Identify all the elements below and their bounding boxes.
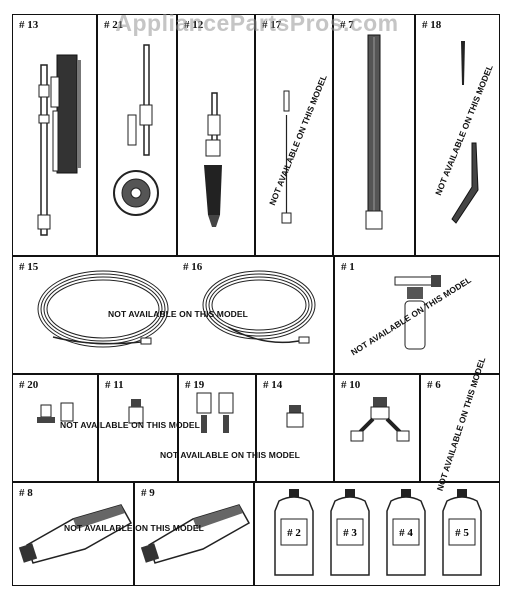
part-number-label: # 7 [340, 19, 354, 31]
part-number-label: # 8 [19, 487, 33, 499]
cell-part-17: # 17 NOT AVAILABLE ON THIS MODEL [255, 14, 333, 256]
not-available-notice: NOT AVAILABLE ON THIS MODEL [434, 355, 488, 493]
lance-illustration [365, 34, 383, 230]
part-number-label: # 14 [263, 379, 283, 391]
foam-nozzle-illustration [204, 92, 222, 227]
part-number-label: # 11 [105, 379, 124, 391]
part-number-label: # 6 [427, 379, 441, 391]
cell-part-12: # 12 [177, 14, 255, 256]
cell-part-1: # 1 NOT AVAILABLE ON THIS MODEL [334, 256, 500, 374]
plug-illustration [286, 405, 304, 428]
cell-part-14: # 14 [256, 374, 334, 482]
part-number-label: # 12 [184, 19, 204, 31]
fitting-illustration [37, 402, 74, 423]
hose-coils-illustration [37, 270, 316, 348]
quick-connect-illustration [196, 392, 234, 433]
cell-part-21: # 21 [97, 14, 177, 256]
cell-part-18: # 18 NOT AVAILABLE ON THIS MODEL [415, 14, 500, 256]
cell-part-9: # 9 [134, 482, 254, 586]
cell-bottles-2-5: # 2 # 3 # 4 # 5 [254, 482, 500, 586]
cell-part-7: # 7 [333, 14, 415, 256]
coupler-illustration [128, 399, 144, 424]
not-available-notice: NOT AVAILABLE ON THIS MODEL [160, 450, 300, 460]
not-available-notice: NOT AVAILABLE ON THIS MODEL [60, 420, 200, 430]
rotating-brush-illustration [113, 44, 159, 216]
part-number-label: # 1 [341, 261, 355, 273]
bottle-label-2: # 2 [287, 527, 301, 539]
brush-wand-illustration [37, 54, 81, 236]
part-number-label: # 13 [19, 19, 39, 31]
turbo-nozzle-illustration [18, 504, 133, 564]
part-number-label: # 10 [341, 379, 361, 391]
part-number-label: # 15 [19, 261, 39, 273]
part-number-label: # 9 [141, 487, 155, 499]
cell-part-13: # 13 [12, 14, 97, 256]
part-number-label: # 21 [104, 19, 124, 31]
bottle-label-5: # 5 [455, 527, 469, 539]
adjustable-nozzle-illustration [140, 504, 251, 564]
cell-part-15-16: # 15 # 16 NOT AVAILABLE ON THIS MODEL [12, 256, 334, 374]
y-connector-illustration [350, 397, 410, 442]
part-number-label: # 19 [185, 379, 205, 391]
detergent-bottles-illustration: # 2 # 3 # 4 # 5 [274, 489, 482, 576]
cell-part-10: # 10 [334, 374, 420, 482]
part-number-label: # 18 [422, 19, 442, 31]
angled-wand-illustration [451, 41, 479, 224]
cell-part-11: # 11 [98, 374, 178, 482]
extension-wand-illustration [281, 90, 292, 224]
soap-bottle-nozzle-illustration [394, 275, 441, 350]
part-number-label: # 20 [19, 379, 39, 391]
bottle-label-3: # 3 [343, 527, 357, 539]
not-available-notice: NOT AVAILABLE ON THIS MODEL [108, 309, 248, 319]
cell-part-20: # 20 [12, 374, 98, 482]
part-number-label: # 16 [183, 261, 203, 273]
part-number-label: # 17 [262, 19, 282, 31]
cell-part-6: # 6 NOT AVAILABLE ON THIS MODEL [420, 356, 500, 492]
not-available-notice: NOT AVAILABLE ON THIS MODEL [64, 523, 204, 533]
bottle-label-4: # 4 [399, 527, 413, 539]
cell-part-19: # 19 [178, 374, 256, 482]
cell-part-8: # 8 [12, 482, 134, 586]
